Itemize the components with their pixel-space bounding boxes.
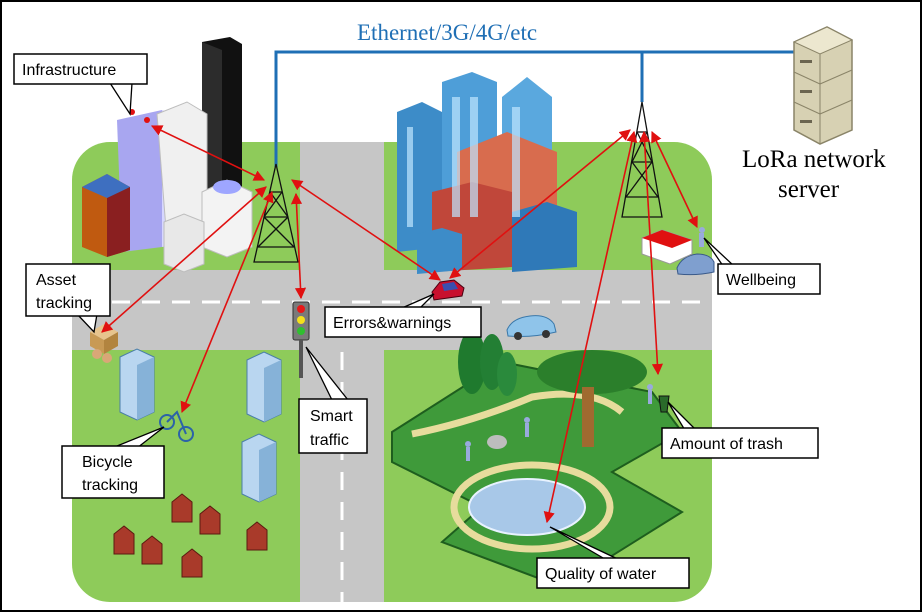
backhaul-label: Ethernet/3G/4G/etc [357, 20, 537, 45]
label-bicycle-line2: tracking [82, 477, 138, 494]
callout-bicycle-tracking: Bicycle tracking [61, 445, 165, 499]
houses [113, 493, 268, 578]
car-red-icon [431, 279, 465, 301]
server-label-line2: server [778, 176, 840, 203]
callout-quality-of-water: Quality of water [536, 557, 690, 589]
server-icon [792, 26, 854, 145]
callout-asset-tracking: Asset tracking [25, 263, 111, 317]
label-smart-line2: traffic [310, 432, 349, 449]
label-wellbeing: Wellbeing [726, 272, 796, 289]
label-asset-line2: tracking [36, 295, 92, 312]
backhaul-lines [274, 50, 802, 167]
bicycle-icon [159, 410, 194, 442]
callout-errors-warnings: Errors&warnings [324, 306, 482, 338]
callout-wellbeing: Wellbeing [717, 263, 821, 295]
label-water: Quality of water [545, 566, 657, 583]
car-wellbeing-icon [676, 253, 715, 276]
label-bicycle-line1: Bicycle [82, 454, 133, 471]
label-smart-line1: Smart [310, 408, 353, 425]
server-label-line1: LoRa network [742, 146, 886, 173]
label-errors: Errors&warnings [333, 315, 451, 332]
wireless-links [101, 125, 698, 524]
label-infrastructure: Infrastructure [22, 62, 116, 79]
downtown-buildings [397, 72, 577, 274]
label-asset-line1: Asset [36, 272, 77, 289]
traffic-light-icon [292, 301, 310, 378]
callout-infrastructure: Infrastructure [13, 53, 148, 85]
label-trash: Amount of trash [670, 436, 783, 453]
callout-amount-of-trash: Amount of trash [661, 427, 819, 459]
callout-smart-traffic: Smart traffic [298, 398, 368, 454]
